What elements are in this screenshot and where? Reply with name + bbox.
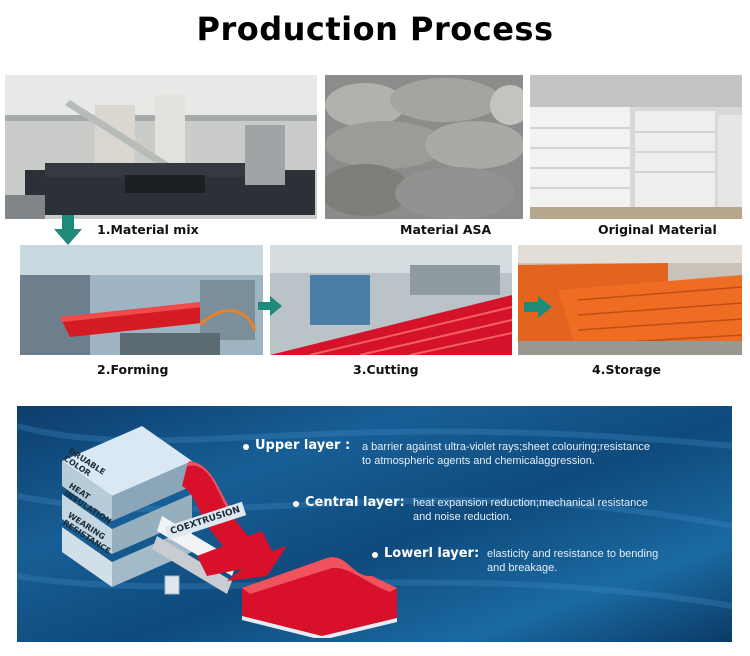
central-layer-description: heat expansion reduction;mechanical resi…: [413, 497, 648, 523]
arrow-right-icon: [258, 296, 282, 321]
bullet-icon: [243, 444, 249, 450]
arrow-right-icon: [524, 296, 552, 323]
bullet-icon: [372, 552, 378, 558]
step-caption-forming: 2.Forming: [97, 362, 169, 377]
upper-layer-description: a barrier against ultra-violet rays;shee…: [362, 441, 650, 467]
original-material-photo: [530, 75, 742, 219]
cutting-photo: [270, 245, 512, 355]
arrow-down-icon: [52, 215, 84, 252]
central-layer-title: Central layer:: [305, 495, 405, 510]
step-caption-storage: 4.Storage: [592, 362, 662, 377]
lower-layer-title: Lowerl layer:: [384, 546, 480, 561]
upper-layer-title: Upper layer :: [255, 438, 351, 453]
material-asa-photo: [325, 75, 523, 219]
material-mix-photo: [5, 75, 317, 219]
step-caption-cutting: 3.Cutting: [353, 362, 419, 377]
page-title: Production Process: [196, 10, 554, 48]
storage-photo: [518, 245, 742, 355]
step-caption-original-material: Original Material: [598, 222, 717, 237]
roof-tile-icon: [242, 557, 397, 638]
layer-structure-panel: DRUABLE COLOR HEAT INSULATION WEARING RE…: [17, 406, 732, 642]
step-caption-material-asa: Material ASA: [400, 222, 492, 237]
bullet-icon: [293, 501, 299, 507]
forming-photo: [20, 245, 263, 355]
lower-layer-description: elasticity and resistance to bending and…: [487, 548, 659, 574]
step-caption-material-mix: 1.Material mix: [97, 222, 199, 237]
